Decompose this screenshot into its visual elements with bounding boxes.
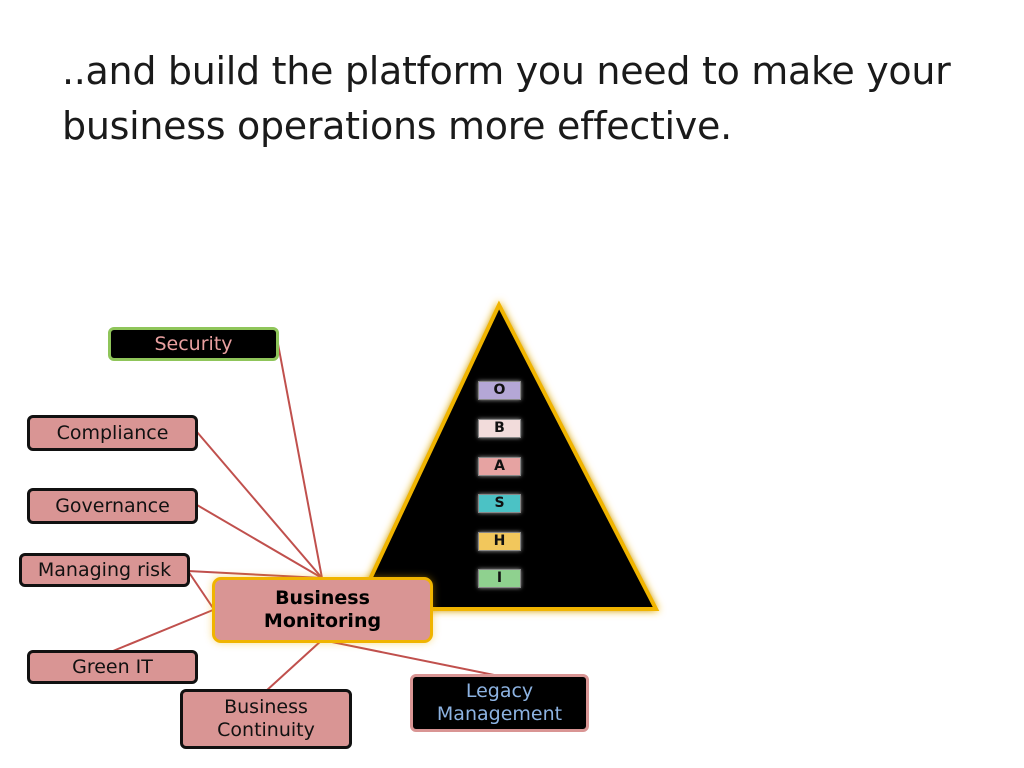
node-green-it: Green IT bbox=[27, 650, 198, 684]
node-business-monitoring: Business Monitoring bbox=[212, 577, 433, 643]
node-green-it-label: Green IT bbox=[72, 655, 153, 678]
connector-security bbox=[277, 343, 323, 579]
node-security-label: Security bbox=[154, 332, 233, 355]
connector-business-continuity bbox=[265, 639, 323, 692]
node-legacy-line1: Legacy bbox=[465, 680, 534, 702]
node-governance-label: Governance bbox=[55, 494, 170, 517]
node-legacy-line2: Management bbox=[436, 703, 563, 725]
node-managing-risk-label: Managing risk bbox=[37, 558, 172, 581]
node-legacy-management: Legacy Management bbox=[410, 674, 589, 732]
pyramid-layer-b: B bbox=[478, 419, 521, 438]
slide-title: ..and build the platform you need to mak… bbox=[62, 49, 951, 148]
center-label-line2: Monitoring bbox=[263, 610, 382, 632]
connector-managing-risk-left bbox=[187, 570, 214, 609]
node-compliance-label: Compliance bbox=[56, 421, 169, 444]
connector-legacy bbox=[321, 639, 500, 677]
node-managing-risk: Managing risk bbox=[19, 553, 190, 587]
pyramid-layer-a: A bbox=[478, 457, 521, 476]
connector-lines bbox=[112, 343, 500, 692]
node-business-continuity-line2: Continuity bbox=[217, 719, 315, 741]
connector-managing-risk-center bbox=[187, 570, 323, 579]
node-business-continuity: Business Continuity bbox=[180, 689, 352, 749]
connector-compliance bbox=[196, 431, 323, 579]
pyramid-layer-h: H bbox=[478, 532, 521, 551]
pyramid-layer-i: I bbox=[478, 569, 521, 588]
pyramid-layer-s: S bbox=[478, 494, 521, 513]
node-security: Security bbox=[108, 327, 279, 361]
node-business-continuity-line1: Business bbox=[224, 696, 308, 718]
node-compliance: Compliance bbox=[27, 415, 198, 451]
connector-governance bbox=[196, 504, 323, 579]
pyramid-layer-o: O bbox=[478, 381, 521, 400]
node-governance: Governance bbox=[27, 488, 198, 524]
center-label-line1: Business bbox=[275, 587, 370, 609]
connector-green-it bbox=[112, 609, 214, 652]
